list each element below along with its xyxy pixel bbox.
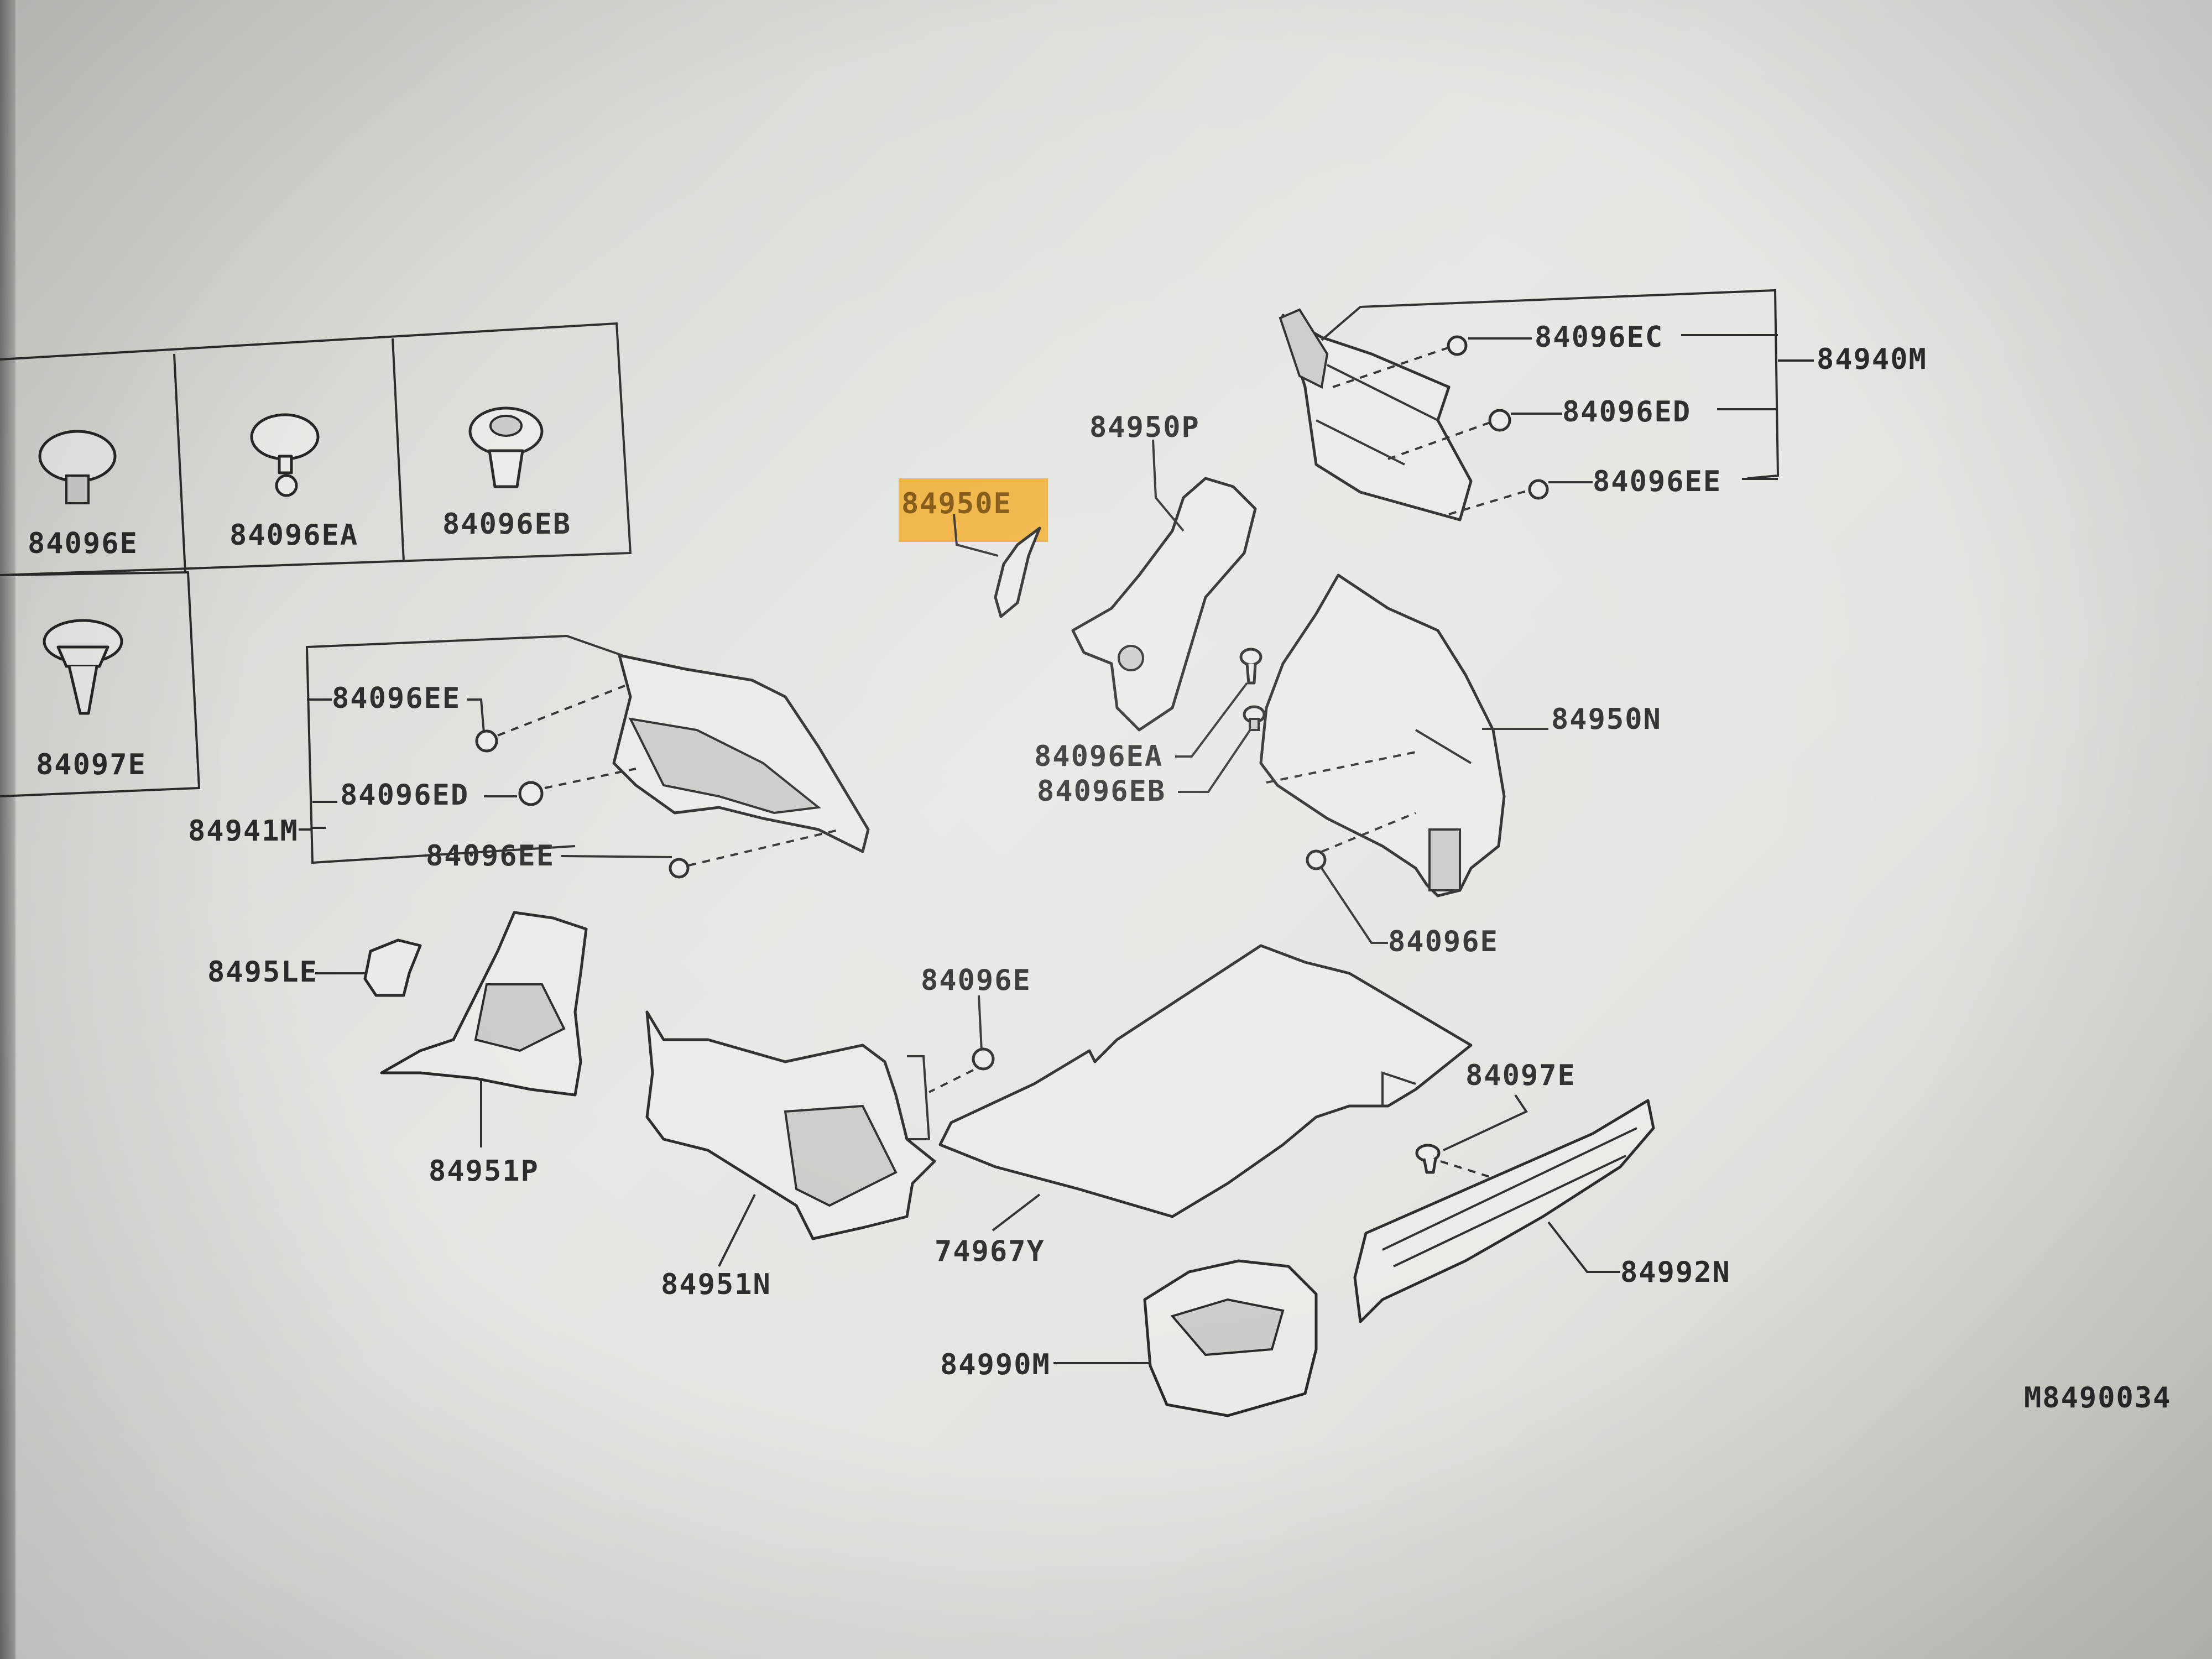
part-84990M-storage-box [1143, 1259, 1318, 1417]
callout-84096E-right: 84096E [1388, 925, 1499, 958]
part-84950P-pillar [1071, 477, 1257, 732]
callout-84950E: 84950E [901, 487, 1012, 520]
callout-84940M: 84940M [1817, 343, 1927, 376]
callout-84096EE-top: 84096EE [1593, 465, 1721, 498]
part-84951N-trim [645, 1010, 936, 1240]
callout-84990M: 84990M [940, 1348, 1051, 1381]
callout-84096EE-left: 84096EE [332, 682, 461, 715]
callout-84096ED-left: 84096ED [340, 779, 469, 812]
callout-84941M: 84941M [188, 815, 299, 848]
callout-84992N: 84992N [1620, 1256, 1731, 1289]
clip-84096EE-left [475, 729, 498, 753]
clip-84096EB-mid [1243, 705, 1266, 731]
callout-74967Y: 74967Y [935, 1235, 1045, 1268]
callout-84096EC-top: 84096EC [1535, 321, 1663, 354]
clip-84096ED-left [518, 781, 544, 806]
part-84950N-side-trim [1259, 573, 1506, 898]
clip-84097E [1415, 1144, 1441, 1174]
callout-84950N: 84950N [1551, 703, 1662, 736]
legend-label-84096EA: 84096EA [229, 519, 358, 552]
clip-84096ED-top [1488, 409, 1511, 432]
callout-84951N: 84951N [661, 1268, 771, 1301]
part-8495LE-bracket [363, 938, 422, 997]
callout-84097E: 84097E [1465, 1059, 1576, 1092]
legend-label-84096E: 84096E [28, 527, 138, 560]
callout-84951P: 84951P [429, 1155, 539, 1188]
part-84992N-sill-plate [1353, 1099, 1655, 1323]
part-84950E-bracket [994, 526, 1041, 618]
part-84941M-trim [612, 654, 870, 853]
clip-84096EA-mid [1239, 648, 1262, 685]
fastener-legend-table: 84096E 84096EA 84096EB 84097E [0, 322, 632, 797]
legend-label-84096EB: 84096EB [442, 508, 571, 541]
monitor-bezel-left [0, 0, 15, 1659]
fastener-icon-84096EB [468, 406, 544, 488]
callout-84950P: 84950P [1089, 411, 1200, 444]
part-84940M-trim [1279, 308, 1473, 521]
clip-84096E-right [1306, 849, 1327, 870]
callout-8495LE: 8495LE [207, 956, 318, 989]
clip-84096EC-top [1447, 335, 1468, 356]
legend-label-84097E: 84097E [36, 748, 147, 781]
drawing-code: M8490034 [2024, 1381, 2171, 1415]
part-74967Y-floor-board [938, 944, 1473, 1218]
callout-84096EB-mid: 84096EB [1037, 775, 1166, 808]
clip-84096E-mid [972, 1047, 995, 1071]
fastener-icon-84097E [43, 619, 123, 715]
callout-84096E-mid: 84096E [921, 964, 1031, 997]
callout-84096EA-mid: 84096EA [1034, 740, 1163, 773]
fastener-icon-84096E [38, 430, 117, 504]
highlight-84950E [899, 478, 1048, 542]
part-84951P-trim [380, 911, 588, 1097]
fastener-icon-84096EA [250, 413, 320, 497]
callout-84096ED-top: 84096ED [1562, 395, 1691, 429]
clip-84096EE-left2 [669, 858, 690, 879]
clip-84096EE-top [1528, 479, 1549, 500]
callout-84096EE-left2: 84096EE [426, 839, 555, 873]
